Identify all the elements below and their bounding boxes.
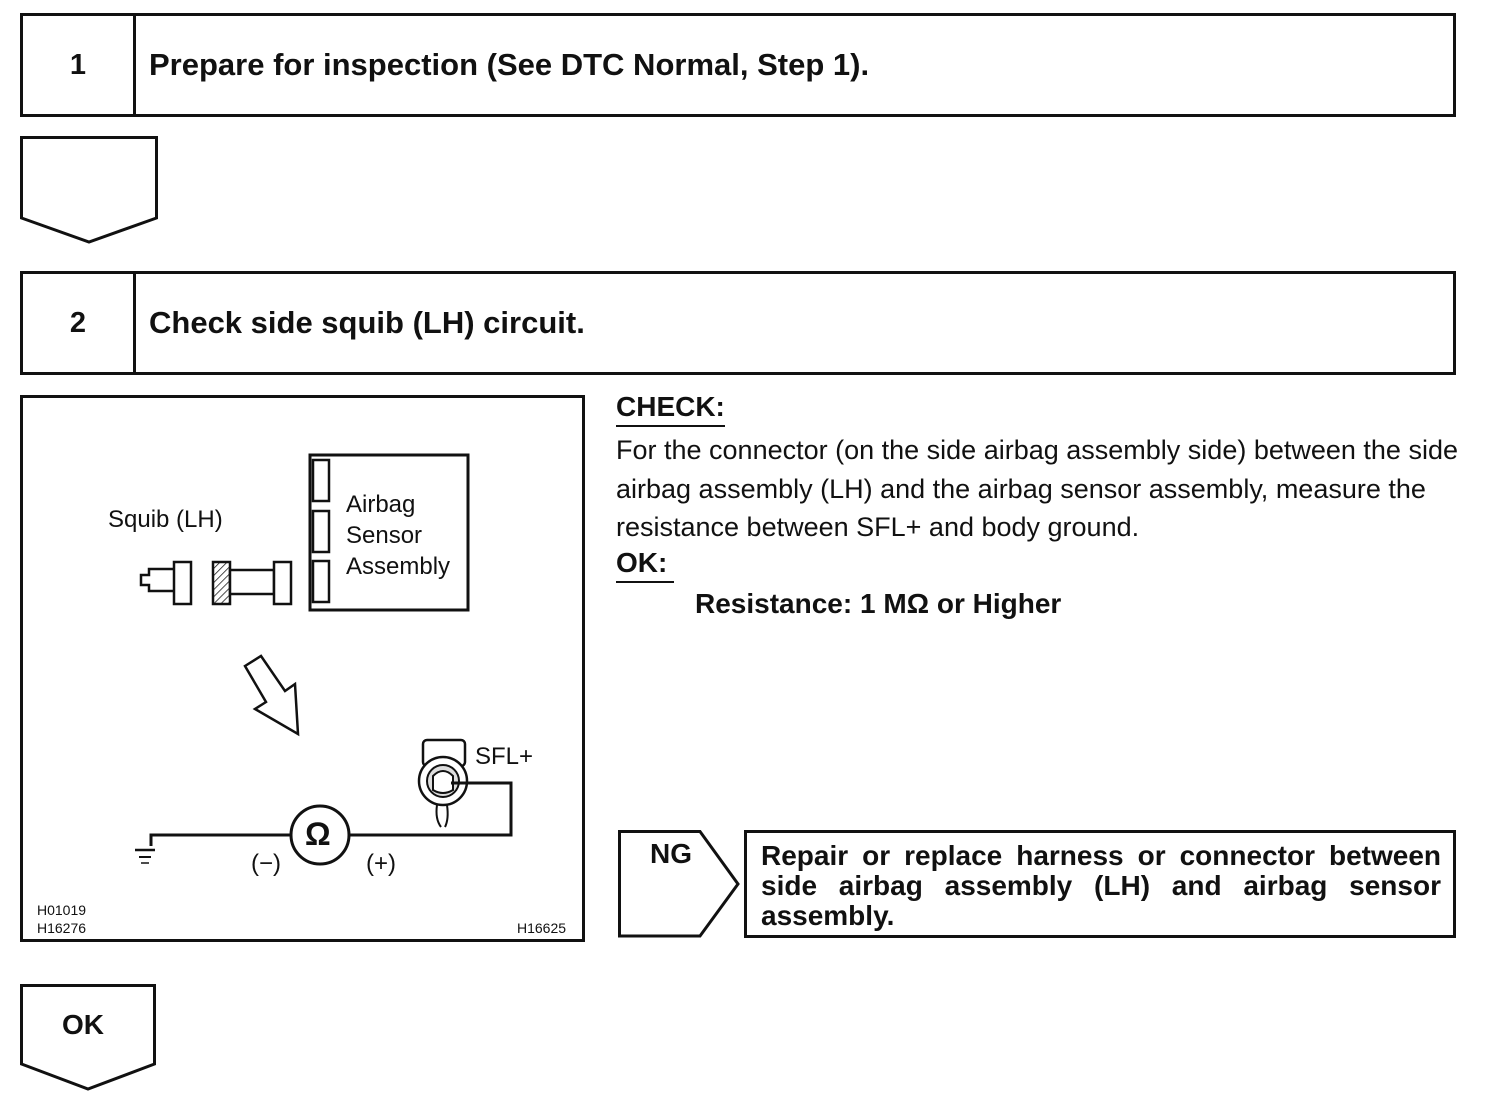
sensor-label-line-2: Sensor (346, 522, 423, 549)
flow-arrow-icon (20, 136, 160, 246)
ok-spec-heading-text: OK: (616, 547, 668, 578)
figure-code-3: H16625 (517, 920, 567, 936)
step-2-number: 2 (23, 274, 136, 372)
ng-arrow-icon (618, 830, 742, 945)
step-1-title: Prepare for inspection (See DTC Normal, … (149, 47, 870, 82)
check-instructions: For the connector (on the side airbag as… (616, 435, 1458, 542)
ng-action-box: Repair or replace harness or connector b… (744, 830, 1456, 938)
sensor-label-line-3: Assembly (346, 553, 451, 580)
ng-label: NG (650, 838, 692, 869)
sensor-assembly-label: Airbag Sensor Assembly (346, 489, 450, 582)
figure-code-2: H16276 (37, 920, 87, 936)
ok-arrow-icon (20, 984, 160, 1094)
sensor-label-line-1: Airbag (346, 491, 416, 518)
sfl-terminal-label: SFL+ (475, 743, 534, 770)
circuit-diagram-graphic (135, 453, 513, 866)
step-1-box: 1 Prepare for inspection (See DTC Normal… (20, 13, 1456, 117)
ohm-meter-icon: Ω (305, 816, 331, 852)
resistance-spec: Resistance: 1 MΩ or Higher (695, 588, 1062, 619)
check-underline (616, 425, 725, 427)
step-2-box: 2 Check side squib (LH) circuit. (20, 271, 1456, 375)
check-heading-text: CHECK: (616, 391, 725, 422)
figure-code-1: H01019 (37, 902, 87, 918)
plus-probe-label: (+) (366, 850, 396, 877)
step-1-number: 1 (23, 16, 136, 114)
check-heading: CHECK: (616, 391, 725, 427)
ok-spec-heading: OK: (616, 547, 674, 583)
squib-label: Squib (LH) (108, 506, 223, 533)
step-2-title: Check side squib (LH) circuit. (149, 305, 585, 340)
ok-result-label: OK (62, 1009, 104, 1040)
minus-probe-label: (−) (251, 850, 281, 877)
circuit-illustration: Squib (LH) Airbag Sensor Assembly SFL+ Ω… (20, 395, 585, 942)
ok-underline (616, 581, 674, 583)
